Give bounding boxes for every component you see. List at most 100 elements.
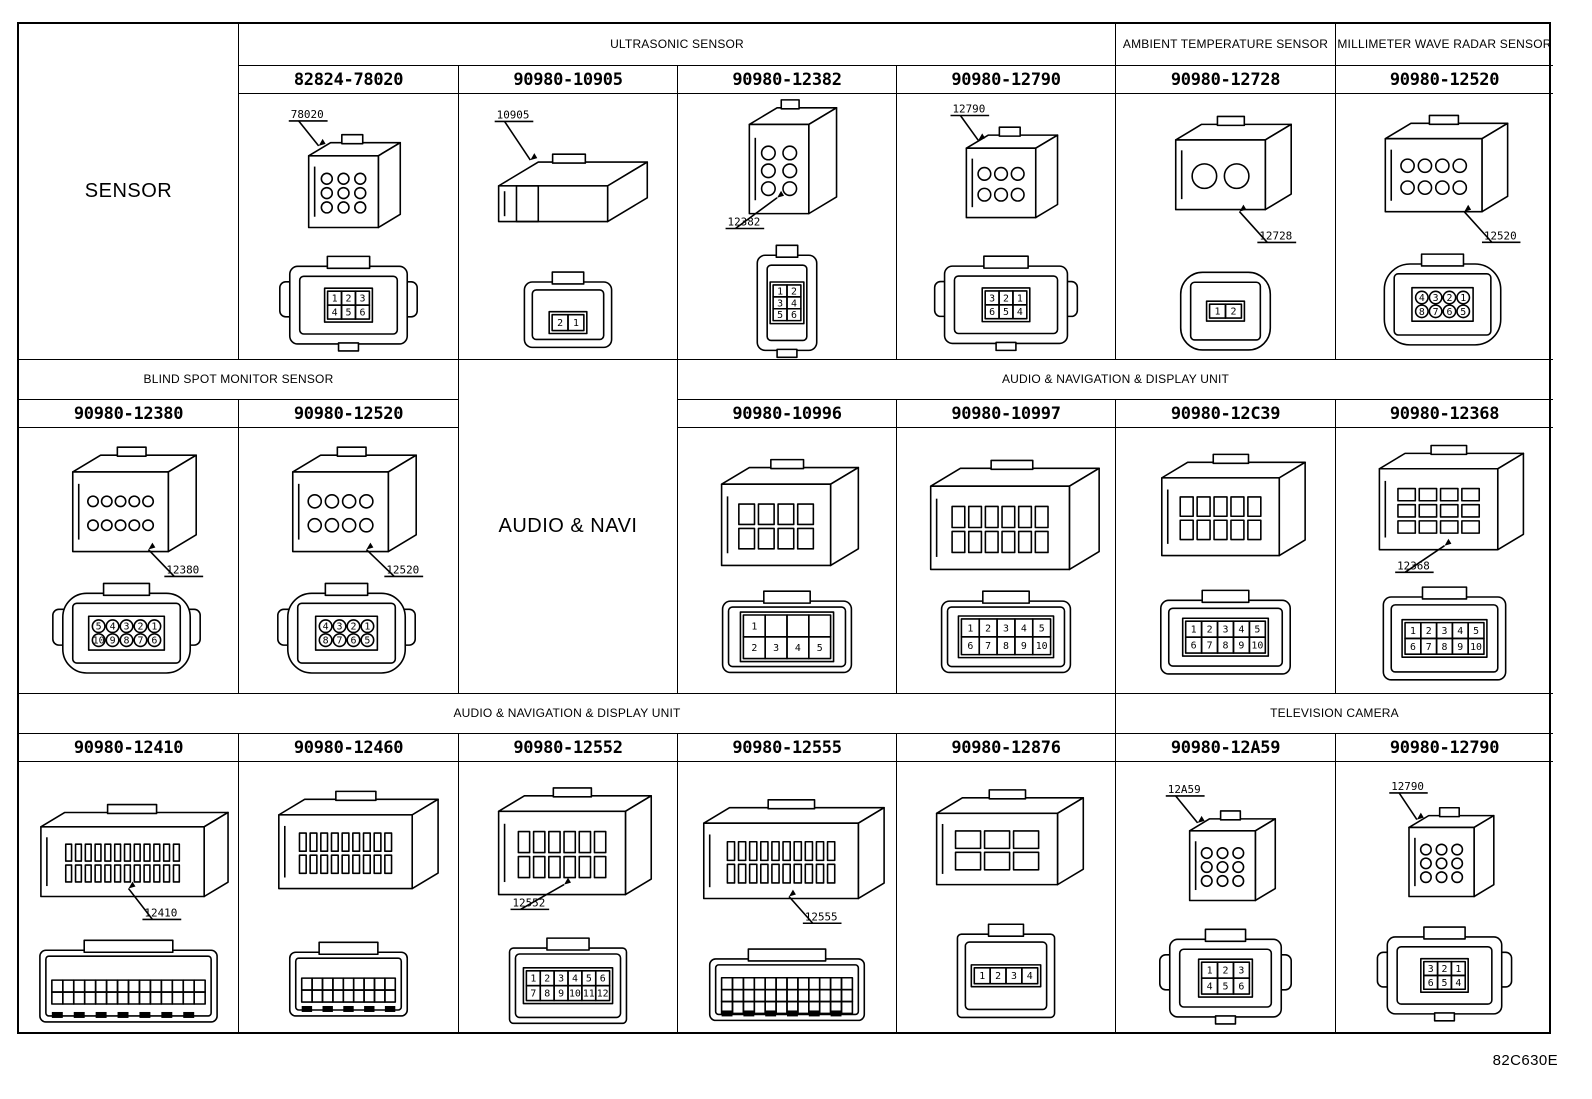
pin-number: 4: [1027, 971, 1033, 982]
pin-number: 1: [751, 621, 757, 632]
pin-number: 8: [1442, 642, 1448, 653]
pin-number: 2: [1230, 307, 1236, 318]
terminal-face-view: [708, 948, 866, 1022]
pin-number: 2: [1207, 625, 1213, 636]
pin-number: 9: [558, 989, 564, 1000]
pin-number: 4: [1207, 982, 1213, 993]
pin-number: 7: [137, 636, 143, 647]
pin-number: 2: [350, 622, 356, 633]
pin-number: 1: [1215, 307, 1221, 318]
section-title: AUDIO & NAVIGATION & DISPLAY UNIT: [1001, 372, 1230, 386]
pin-number: 6: [1191, 641, 1197, 652]
pin-number: 8: [1419, 307, 1425, 318]
pin-number: 8: [544, 989, 550, 1000]
pin-number: 3: [1223, 625, 1229, 636]
pin-number: 1: [151, 622, 157, 633]
pin-number: 5: [1442, 978, 1448, 989]
callout-text: 12555: [805, 910, 838, 923]
pin-number: 7: [1426, 642, 1432, 653]
pin-number: 5: [777, 310, 783, 321]
pin-number: 1: [1017, 293, 1023, 304]
pin-number: 8: [1003, 641, 1009, 652]
connector-body-drawing: [1378, 444, 1525, 551]
pin-number: 4: [332, 308, 338, 319]
connector-body-drawing: [497, 153, 649, 223]
group-label-sensor: SENSOR: [19, 24, 239, 360]
pin-number: 3: [359, 294, 365, 305]
group-label-text: AUDIO & NAVI: [498, 515, 638, 537]
pin-number: 5: [1473, 626, 1479, 637]
pin-number: 1: [1191, 625, 1197, 636]
callout-label: 12520: [365, 542, 424, 578]
callout-text: 12520: [1484, 229, 1517, 242]
pin-number: 1: [1460, 293, 1466, 304]
part-number: 90980-12552: [459, 734, 678, 762]
terminal-face-view: [288, 941, 409, 1017]
pin-number: 4: [323, 622, 329, 633]
connector-body-drawing: [1188, 810, 1277, 902]
pin-number: 1: [364, 622, 370, 633]
pin-number: 5: [1254, 625, 1260, 636]
pin-number: 2: [995, 971, 1001, 982]
pin-number: 4: [1017, 307, 1023, 318]
connector-body-drawing: [965, 126, 1059, 219]
part-number: 90980-12382: [678, 66, 897, 94]
pin-number: 2: [1223, 966, 1229, 977]
pin-number: 7: [1433, 307, 1439, 318]
pin-number: 1: [1455, 964, 1461, 975]
part-number: 82824-78020: [239, 66, 459, 94]
pin-number: 10: [93, 636, 105, 647]
pin-number: 1: [332, 294, 338, 305]
pin-number: 6: [359, 308, 365, 319]
section-audio-navigation-display-unit: AUDIO & NAVIGATION & DISPLAY UNIT: [678, 360, 1553, 400]
terminal-face-view: [39, 939, 218, 1023]
pin-number: 4: [1457, 626, 1463, 637]
part-number: 90980-12460: [239, 734, 459, 762]
pin-number: 8: [1223, 641, 1229, 652]
connector-body-drawing: [929, 459, 1100, 571]
part-number: 90980-12380: [19, 400, 239, 428]
connector-body-drawing: [71, 446, 197, 553]
pin-number: 3: [1442, 626, 1448, 637]
callout-label: 78020: [288, 108, 328, 147]
connector-body-drawing: [1384, 114, 1509, 213]
section-title: AUDIO & NAVIGATION & DISPLAY UNIT: [453, 706, 681, 720]
pin-number: 3: [558, 974, 564, 985]
pin-number: 4: [1021, 623, 1027, 634]
section-title: TELEVISION CAMERA: [1270, 706, 1399, 720]
pin-number: 3: [1011, 971, 1017, 982]
pin-number: 6: [151, 636, 157, 647]
section-ultrasonic-sensor: ULTRASONIC SENSOR: [239, 24, 1116, 66]
pin-number: 2: [751, 643, 757, 654]
connector-body-drawing: [748, 99, 838, 215]
callout-text: 12410: [144, 906, 177, 919]
connector-drawing: 12410: [39, 803, 229, 1023]
pin-number: 7: [530, 989, 536, 1000]
pin-number: 1: [530, 974, 536, 985]
pin-number: 1: [777, 286, 783, 297]
pin-number: 1: [573, 318, 579, 329]
pin-number: 4: [110, 622, 116, 633]
connector-body-drawing: [291, 446, 417, 553]
pin-number: 2: [1446, 293, 1452, 304]
pin-number: 6: [1238, 982, 1244, 993]
pin-number: 6: [989, 307, 995, 318]
